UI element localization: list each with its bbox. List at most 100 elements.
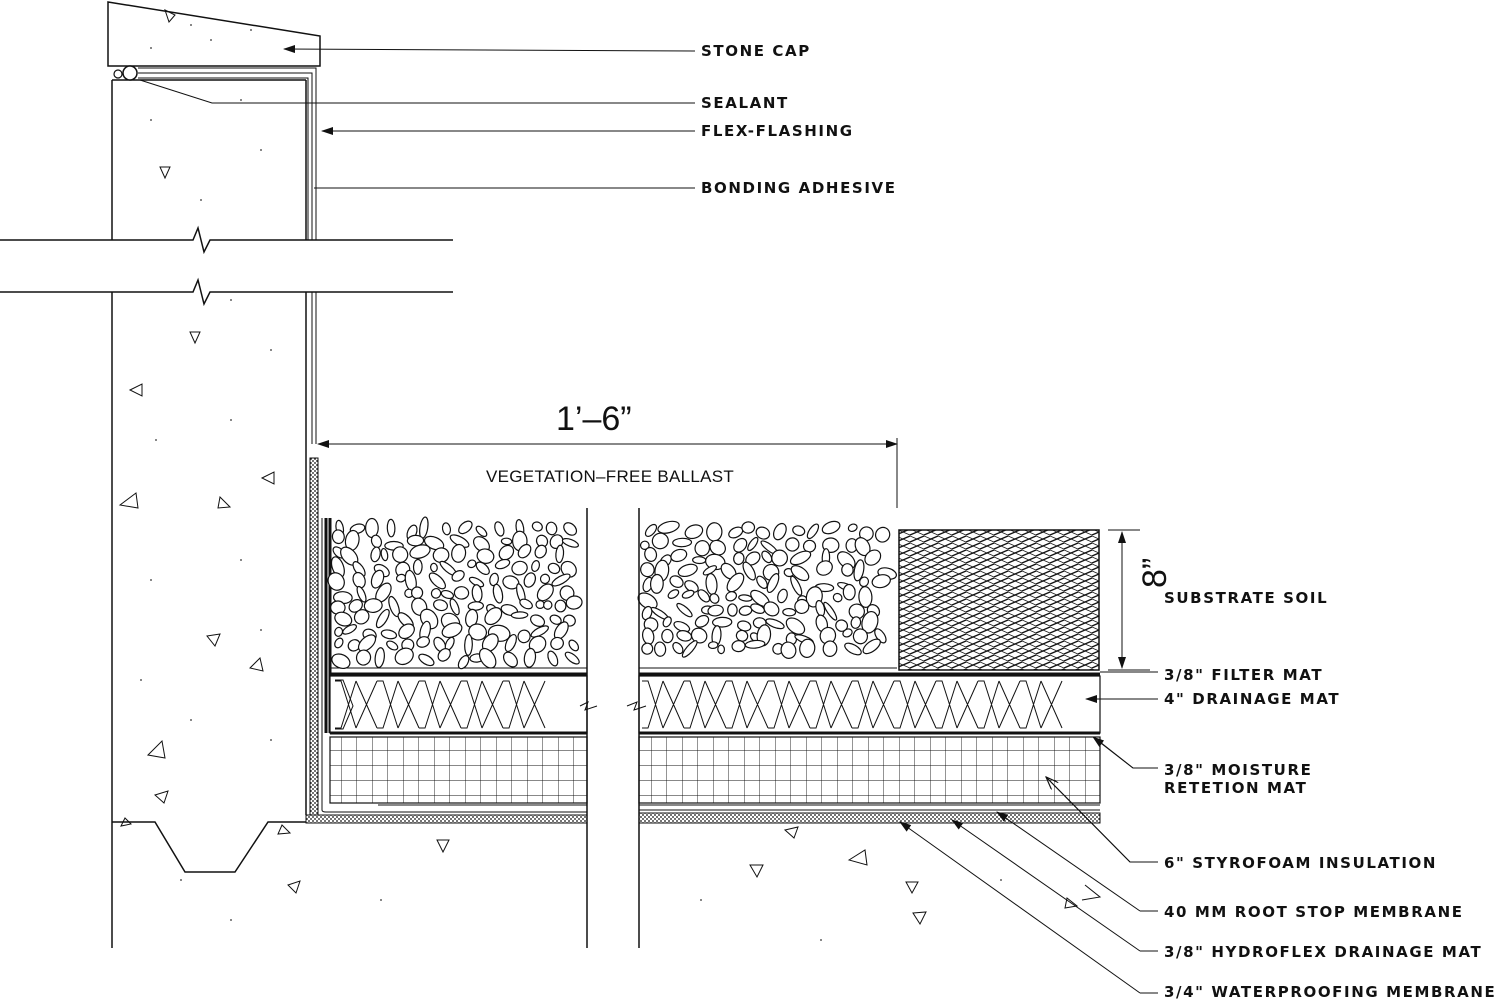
callout-leaders (139, 45, 1158, 994)
pebble (374, 647, 385, 669)
pebble (534, 544, 547, 559)
pebble (531, 560, 541, 572)
pebble (790, 575, 803, 596)
pebble (418, 653, 435, 667)
pebble (790, 565, 810, 582)
pebble (380, 629, 398, 640)
pebble (416, 636, 431, 648)
pebble (411, 586, 424, 600)
pebble (707, 604, 724, 617)
pebble (510, 611, 529, 619)
pebble (441, 522, 452, 536)
moisture-mat-label-line1: 3/8" MOISTURE (1164, 761, 1312, 779)
pebble (355, 649, 372, 666)
pebble (733, 551, 745, 566)
callout-labels: STONE CAP SEALANT FLEX-FLASHING BONDING … (701, 42, 1496, 999)
ballast-zone-label: VEGETATION–FREE BALLAST (486, 467, 734, 486)
pebble (747, 536, 759, 552)
pebble (789, 550, 812, 566)
pebble (705, 572, 718, 596)
pebble (738, 594, 753, 602)
pebble (852, 628, 869, 645)
pebble (517, 629, 531, 644)
pebble (676, 602, 693, 618)
pebble (468, 623, 488, 641)
pebble (692, 556, 707, 565)
pebble (519, 598, 533, 610)
pebble (412, 558, 423, 575)
pebble (564, 651, 580, 665)
pebble (639, 540, 650, 551)
pebble (667, 589, 680, 599)
pebble (500, 537, 513, 546)
pebble (498, 544, 515, 561)
pebble (858, 586, 873, 608)
pebble (756, 575, 768, 589)
pebble (380, 547, 389, 562)
pebble (549, 614, 562, 625)
pebble (662, 616, 672, 628)
pebble (430, 562, 438, 573)
pebble (451, 569, 465, 582)
ballast-width-dimension: 1’–6” (317, 400, 898, 508)
pebble (437, 648, 451, 662)
substrate-soil-label: SUBSTRATE SOIL (1164, 589, 1328, 607)
pebble (334, 626, 344, 637)
pebble (423, 535, 445, 551)
pebble (835, 619, 849, 632)
stone-cap (107, 1, 321, 67)
substrate-soil (898, 529, 1100, 671)
pebble (649, 573, 664, 594)
drainage-mat-label: 4" DRAINAGE MAT (1164, 690, 1340, 708)
pebble (386, 518, 396, 538)
insulation-label: 6" STYROFOAM INSULATION (1164, 854, 1437, 872)
moisture-mat-label-line2: RETETION MAT (1164, 779, 1307, 797)
pebble (681, 589, 695, 599)
pebble (741, 521, 756, 534)
pebble (777, 588, 788, 604)
pebble (467, 559, 477, 569)
pebble (841, 563, 854, 577)
pebble (681, 640, 698, 658)
pebble (419, 516, 429, 539)
pebble (782, 607, 797, 617)
pebble (844, 642, 862, 656)
pebble (347, 639, 361, 652)
pebble (773, 522, 787, 541)
pebble (842, 628, 853, 638)
pebble (398, 623, 415, 640)
moisture-retention-mat (329, 736, 1101, 804)
pebble (641, 605, 653, 621)
pebble (763, 601, 780, 617)
waterproofing-label: 3/4" WATERPROOFING MEMBRANE (1164, 983, 1496, 999)
bonding-adhesive-label: BONDING ADHESIVE (701, 179, 897, 197)
pebble (794, 598, 810, 615)
concrete-aggregate-marks (118, 99, 1079, 941)
pebble (711, 616, 733, 628)
pebble (799, 638, 816, 658)
pebble (457, 655, 470, 670)
pebble (523, 572, 537, 588)
pebble (672, 537, 693, 548)
pebble (531, 521, 543, 532)
pebble (484, 607, 503, 626)
pebble (733, 537, 748, 553)
pebble (545, 521, 558, 536)
pebble (694, 540, 711, 557)
pebble (657, 520, 680, 534)
pebble (458, 520, 473, 535)
pebble (565, 595, 583, 610)
pebble (669, 575, 684, 588)
drainage-mat (329, 675, 1101, 735)
pebble (535, 600, 545, 610)
pebble (543, 600, 553, 610)
pebble (539, 573, 551, 585)
parapet-wall (111, 79, 307, 948)
pebble (731, 640, 746, 653)
pebble (702, 565, 718, 576)
pebble (555, 544, 565, 564)
pebble (370, 546, 381, 563)
pebble (430, 587, 442, 599)
pebble (334, 637, 344, 649)
section-break-lines (579, 508, 647, 948)
